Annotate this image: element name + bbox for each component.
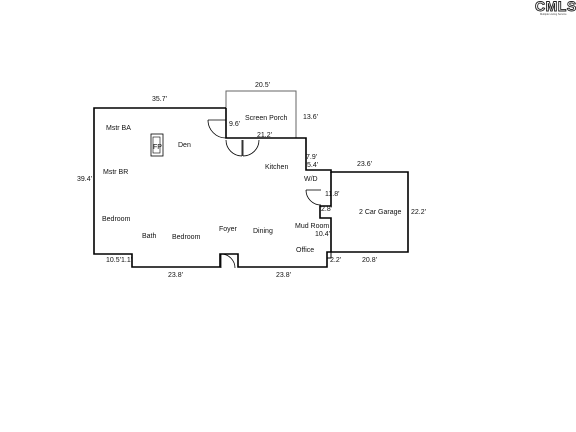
exterior-walls — [93, 107, 409, 268]
room-label-office: Office — [296, 247, 314, 254]
room-label-bath: Bath — [142, 233, 157, 240]
dimension-mud-step: 2.8' — [321, 206, 332, 213]
room-label-mstr-ba: Mstr BA — [106, 125, 131, 132]
dimension-bottom-left-b: 1.1' — [121, 257, 132, 264]
door-swing-den — [225, 139, 243, 157]
dimension-kitchen-step: 7.9' — [306, 154, 317, 161]
room-label-fp: FP — [153, 144, 162, 151]
dimension-bottom-right: 23.8' — [276, 272, 291, 279]
dimension-top-main: 35.7' — [152, 96, 167, 103]
screen-porch-outline — [225, 90, 297, 138]
room-label-dining: Dining — [253, 228, 273, 235]
door-swing-kitchen — [242, 139, 260, 157]
room-label-foyer: Foyer — [219, 226, 238, 233]
garage-interior-wall — [319, 172, 332, 252]
logo-subtext: Multiple Listing Service — [540, 12, 567, 16]
door-swing-wd — [305, 189, 322, 206]
fireplace-hearth — [152, 136, 161, 154]
dimension-porch-bottom: 21.2' — [257, 132, 272, 139]
door-swing-foyer — [220, 253, 236, 269]
office-step-wall — [327, 252, 332, 259]
dimension-office-step: 2.2' — [330, 257, 341, 264]
dimension-mud-room: 10.4' — [315, 231, 330, 238]
dimension-left-side: 39.4' — [77, 176, 92, 183]
room-label-kitchen: Kitchen — [265, 164, 288, 171]
dimension-wd-right: 11.8' — [325, 191, 339, 198]
dimension-bottom-middle: 23.8' — [168, 272, 183, 279]
room-label-wd: W/D — [304, 176, 318, 183]
cmls-logo: CMLS Multiple Listing Service — [534, 0, 576, 16]
logo-text: CMLS — [535, 0, 576, 14]
dimension-garage-bottom: 20.8' — [362, 257, 377, 264]
dimension-porch-top: 20.5' — [255, 82, 270, 89]
room-label-mud-room: Mud Room — [295, 223, 329, 230]
room-label-bedroom-center: Bedroom — [172, 234, 201, 241]
door-swing-porch — [207, 119, 227, 139]
room-label-screen-porch: Screen Porch — [245, 115, 288, 122]
room-label-mstr-br: Mstr BR — [103, 169, 128, 176]
room-label-bedroom-left: Bedroom — [102, 216, 131, 223]
dimension-garage-right: 22.2' — [411, 209, 426, 216]
dimension-porch-left: 9.6' — [229, 121, 240, 128]
dimension-kitchen-step2: 5.4' — [307, 162, 318, 169]
dimension-porch-right: 13.6' — [303, 114, 318, 121]
room-label-den: Den — [178, 142, 191, 149]
fireplace-outline — [150, 133, 164, 157]
dimension-bottom-left-a: 10.5' — [106, 257, 121, 264]
dimension-garage-top: 23.6' — [357, 161, 372, 168]
room-label-garage: 2 Car Garage — [359, 209, 402, 216]
